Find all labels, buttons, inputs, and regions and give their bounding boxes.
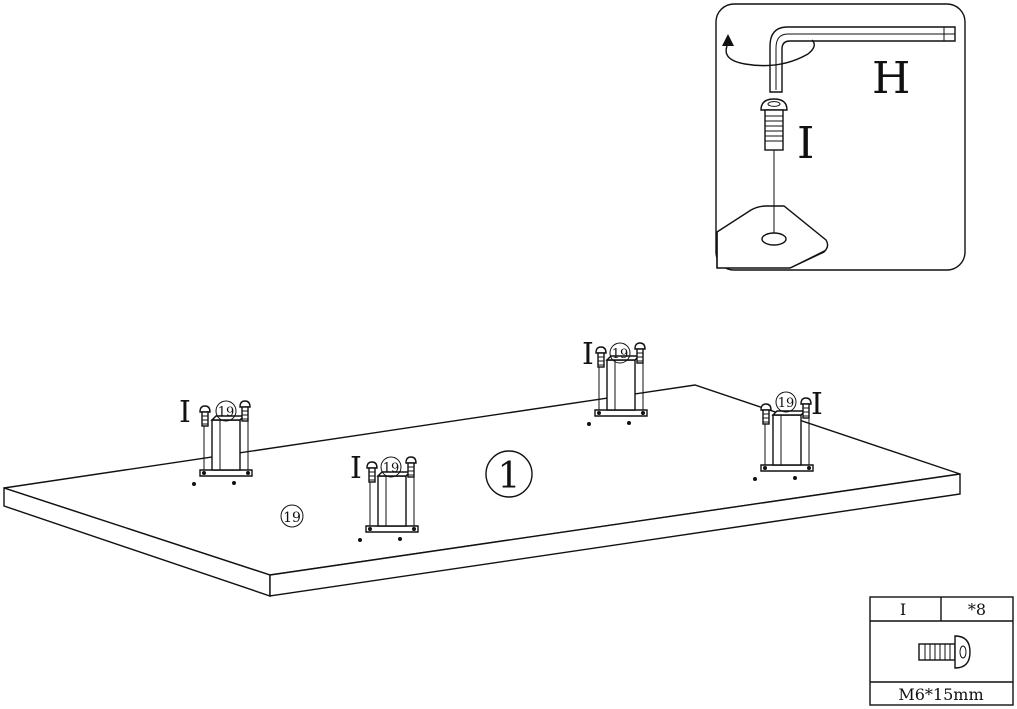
- bracket-part-marker: 19: [280, 504, 304, 528]
- bracket-assembly: I 19: [179, 395, 253, 487]
- rotation-arrow-icon: [722, 34, 815, 67]
- parts-table: I *8 M6*15mm: [869, 596, 1014, 706]
- callout-frame: [715, 3, 966, 271]
- screw-icon: [760, 98, 788, 151]
- bracket-screw-label: I: [350, 451, 362, 486]
- parts-table-spec: M6*15mm: [898, 685, 983, 704]
- bracket-screw-label: I: [811, 387, 823, 422]
- bracket-part-label: 19: [612, 347, 629, 362]
- allen-key-icon: [769, 26, 956, 93]
- tool-label: H: [872, 53, 910, 104]
- table-corner-detail: [716, 205, 829, 269]
- screw-label: I: [797, 118, 814, 169]
- detail-callout: H I: [715, 3, 966, 271]
- bracket-assembly: I 19: [350, 451, 419, 543]
- board-part-marker: 1: [485, 450, 533, 498]
- bracket-part-label: 19: [218, 405, 235, 420]
- bracket-assembly: I 19: [582, 337, 648, 427]
- bracket-screw-label: I: [179, 395, 191, 430]
- bracket-assembly: 19 I: [752, 387, 823, 482]
- bracket-part-number: 19: [283, 510, 301, 526]
- bracket-screw-label: I: [582, 337, 594, 372]
- table-top-board: [3, 384, 961, 597]
- bracket-part-label: 19: [383, 461, 400, 476]
- parts-table-id: I: [900, 600, 906, 619]
- parts-table-quantity: *8: [968, 600, 986, 619]
- board-part-number: 1: [498, 456, 521, 497]
- bracket-part-label: 19: [778, 396, 795, 411]
- screw-icon: [918, 635, 971, 669]
